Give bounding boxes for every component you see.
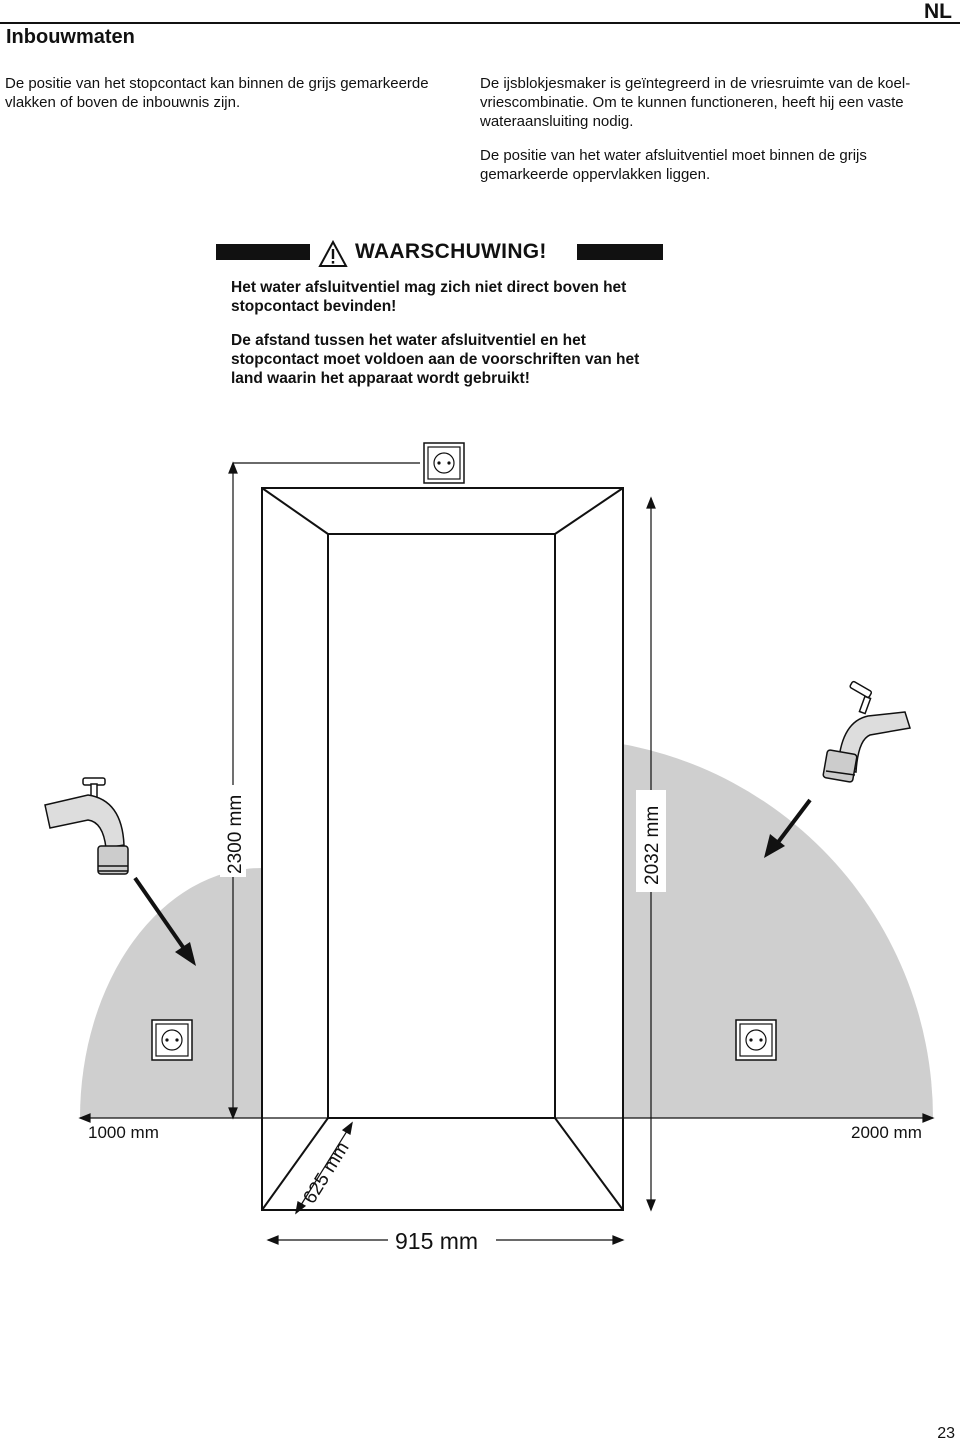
socket-top-icon bbox=[423, 442, 465, 484]
intro-right: De ijsblokjesmaker is geïntegreerd in de… bbox=[480, 74, 940, 199]
warning-paragraph-1: Het water afsluitventiel mag zich niet d… bbox=[231, 279, 627, 315]
dim-height-total-label: 2300 mm bbox=[225, 795, 246, 874]
socket-left-icon bbox=[151, 1019, 193, 1061]
warning-text: Het water afsluitventiel mag zich niet d… bbox=[231, 278, 671, 403]
dimension-625 bbox=[295, 1121, 353, 1215]
page-number: 23 bbox=[937, 1425, 955, 1442]
dim-right-zone-label: 2000 mm bbox=[851, 1123, 922, 1142]
intro-left-text: De positie van het stopcontact kan binne… bbox=[5, 75, 429, 111]
warning-title: WAARSCHUWING! bbox=[355, 240, 547, 263]
intro-right-text-2: De positie van het water afsluitventiel … bbox=[480, 147, 867, 183]
arrow-right-icon bbox=[764, 798, 812, 858]
dim-height-niche-label: 2032 mm bbox=[642, 806, 663, 885]
arrow-left-icon bbox=[133, 876, 196, 966]
intro-left: De positie van het stopcontact kan binne… bbox=[5, 74, 465, 127]
warning-header bbox=[216, 240, 663, 266]
warning-paragraph-2: De afstand tussen het water afsluitventi… bbox=[231, 332, 640, 387]
water-tap-right-icon bbox=[822, 680, 911, 783]
warning-bar-left bbox=[216, 244, 310, 260]
warning-bar-right bbox=[577, 244, 663, 260]
left-valve-zone bbox=[80, 868, 262, 1118]
dim-width-label: 915 mm bbox=[395, 1228, 478, 1254]
warning-triangle-icon bbox=[318, 240, 348, 267]
socket-right-icon bbox=[735, 1019, 777, 1061]
header-rule bbox=[0, 22, 960, 24]
intro-right-text-1: De ijsblokjesmaker is geïntegreerd in de… bbox=[480, 75, 911, 130]
language-code: NL bbox=[924, 0, 952, 23]
water-tap-left-icon bbox=[44, 777, 129, 875]
page-title: Inbouwmaten bbox=[6, 26, 135, 48]
niche-frame bbox=[261, 487, 624, 1211]
baseline-arrows bbox=[78, 1113, 935, 1123]
dim-left-zone-label: 1000 mm bbox=[88, 1123, 159, 1142]
